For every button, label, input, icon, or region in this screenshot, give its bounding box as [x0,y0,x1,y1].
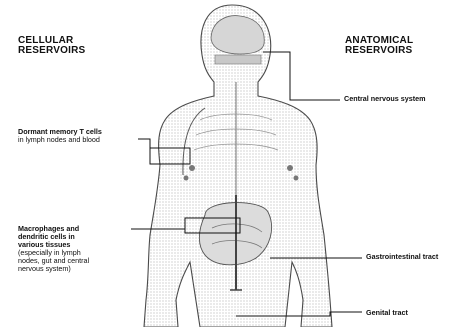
label-genital-tract: Genital tract [366,309,408,317]
label-central-nervous-system: Central nervous system [344,95,426,103]
label-memory-t-cells: Dormant memory T cells in lymph nodes an… [18,128,148,144]
label-macrophages: Macrophages and dendritic cells in vario… [18,225,128,273]
cellular-reservoirs-heading: CELLULAR RESERVOIRS [18,36,85,56]
eye-band [215,55,261,64]
label-gastrointestinal-tract: Gastrointestinal tract [366,253,438,261]
line-cns [263,52,340,100]
anatomical-reservoirs-heading: ANATOMICAL RESERVOIRS [345,36,413,56]
